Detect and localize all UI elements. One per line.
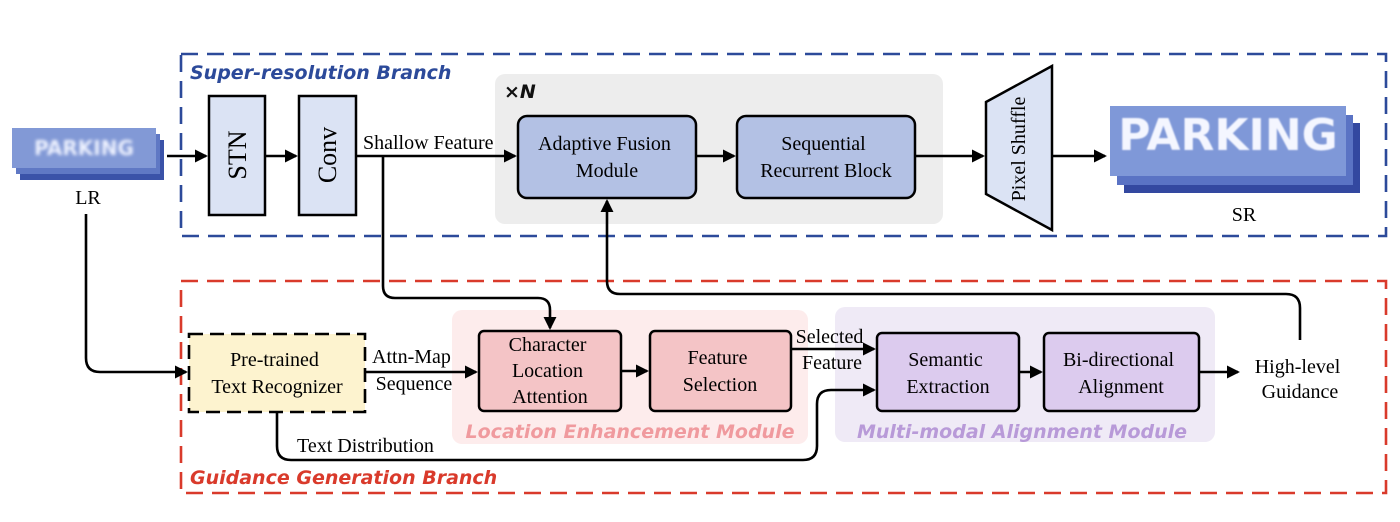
svg-text:Attn-Map Sequence: Attn-Map Sequence [372,346,456,395]
arrow-text-distribution [275,383,876,462]
high-level-line2: Guidance [1262,381,1339,403]
recognizer-line1: Pre-trained [230,349,319,371]
super-resolution-branch-frame [179,52,1388,238]
sr-label: SR [1232,204,1257,226]
connectors [84,149,1302,462]
arrow-shallow-to-char-location [381,156,557,330]
selected-feature-line2: Feature [802,352,862,374]
lr-image: PARKING [12,128,164,180]
char-location-line1: Character [509,334,587,356]
sequential-recurrent-line2: Recurrent Block [760,160,892,182]
location-module-title: Location Enhancement Module [466,421,795,443]
sr-branch-title: Super-resolution Branch [190,62,451,84]
arrow-lr-to-recognizer [84,214,188,379]
shallow-feature-label: Shallow Feature [363,132,494,154]
adaptive-fusion-module: Adaptive Fusion Module [516,114,698,200]
svg-text:High-level Guidance: High-level Guidance [1255,356,1346,403]
sr-image: PARKING [1110,106,1360,193]
stn-block: STN [207,94,267,217]
lr-label: LR [75,187,101,209]
guidance-generation-branch-frame [179,279,1388,495]
gg-branch-title: Guidance Generation Branch [190,467,497,489]
pixel-shuffle-label: Pixel Shuffle [1008,97,1030,202]
svg-text:Selected Feature: Selected Feature [796,326,869,374]
feature-selection-line2: Selection [683,374,757,396]
repeat-label: ×N [504,81,536,103]
semantic-extraction-line2: Extraction [906,376,989,398]
char-location-line3: Attention [512,386,588,408]
sequential-recurrent-block: Sequential Recurrent Block [735,114,917,200]
feature-selection-line1: Feature [688,347,748,369]
high-level-line1: High-level [1255,356,1341,378]
selected-feature-line1: Selected [796,326,864,348]
recognizer-line2: Text Recognizer [211,376,343,398]
svg-text:Character Location: Character Location Attention [509,334,592,408]
conv-label: Conv [313,127,342,183]
sequential-recurrent-line1: Sequential [781,133,866,155]
adaptive-fusion-line1: Adaptive Fusion [538,133,671,155]
svg-text:Bi-directional Alignment: Bi-directional Alignment [1063,349,1179,398]
semantic-extraction-line1: Semantic [908,349,983,371]
sr-image-text: PARKING [1118,110,1338,161]
svg-text:Sequential Recurrent Blo: Sequential Recurrent Block [760,133,892,182]
adaptive-fusion-line2: Module [576,160,638,182]
attn-map-line2: Sequence [376,373,453,395]
bidirectional-line1: Bi-directional [1063,349,1175,371]
char-location-line2: Location [512,360,583,382]
semantic-extraction-block: Semantic Extraction [875,331,1021,413]
multimodal-module-title: Multi-modal Alignment Module [857,421,1187,443]
svg-text:Semantic Extraction: Semantic Extraction [906,349,989,398]
arrow-guidance-to-fusion [600,199,1302,340]
bidirectional-line2: Alignment [1078,376,1164,398]
character-location-attention-block: Character Location Attention [477,329,623,413]
svg-text:Adaptive Fusion Module: Adaptive Fusion Module [538,133,676,182]
feature-selection-block: Feature Selection [648,329,793,413]
svg-text:Feature Selection: Feature Selection [683,347,757,396]
conv-block: Conv [297,94,358,217]
bidirectional-alignment-block: Bi-directional Alignment [1042,331,1201,413]
stn-label: STN [223,130,252,179]
text-recognizer-block: Pre-trained Text Recognizer [187,332,367,414]
pixel-shuffle-block: Pixel Shuffle [984,63,1054,233]
svg-text:Pre-trained Text Recogni: Pre-trained Text Recognizer [211,349,343,398]
text-distribution-label: Text Distribution [297,435,434,457]
lr-image-text: PARKING [34,136,134,160]
attn-map-line1: Attn-Map [372,346,451,368]
